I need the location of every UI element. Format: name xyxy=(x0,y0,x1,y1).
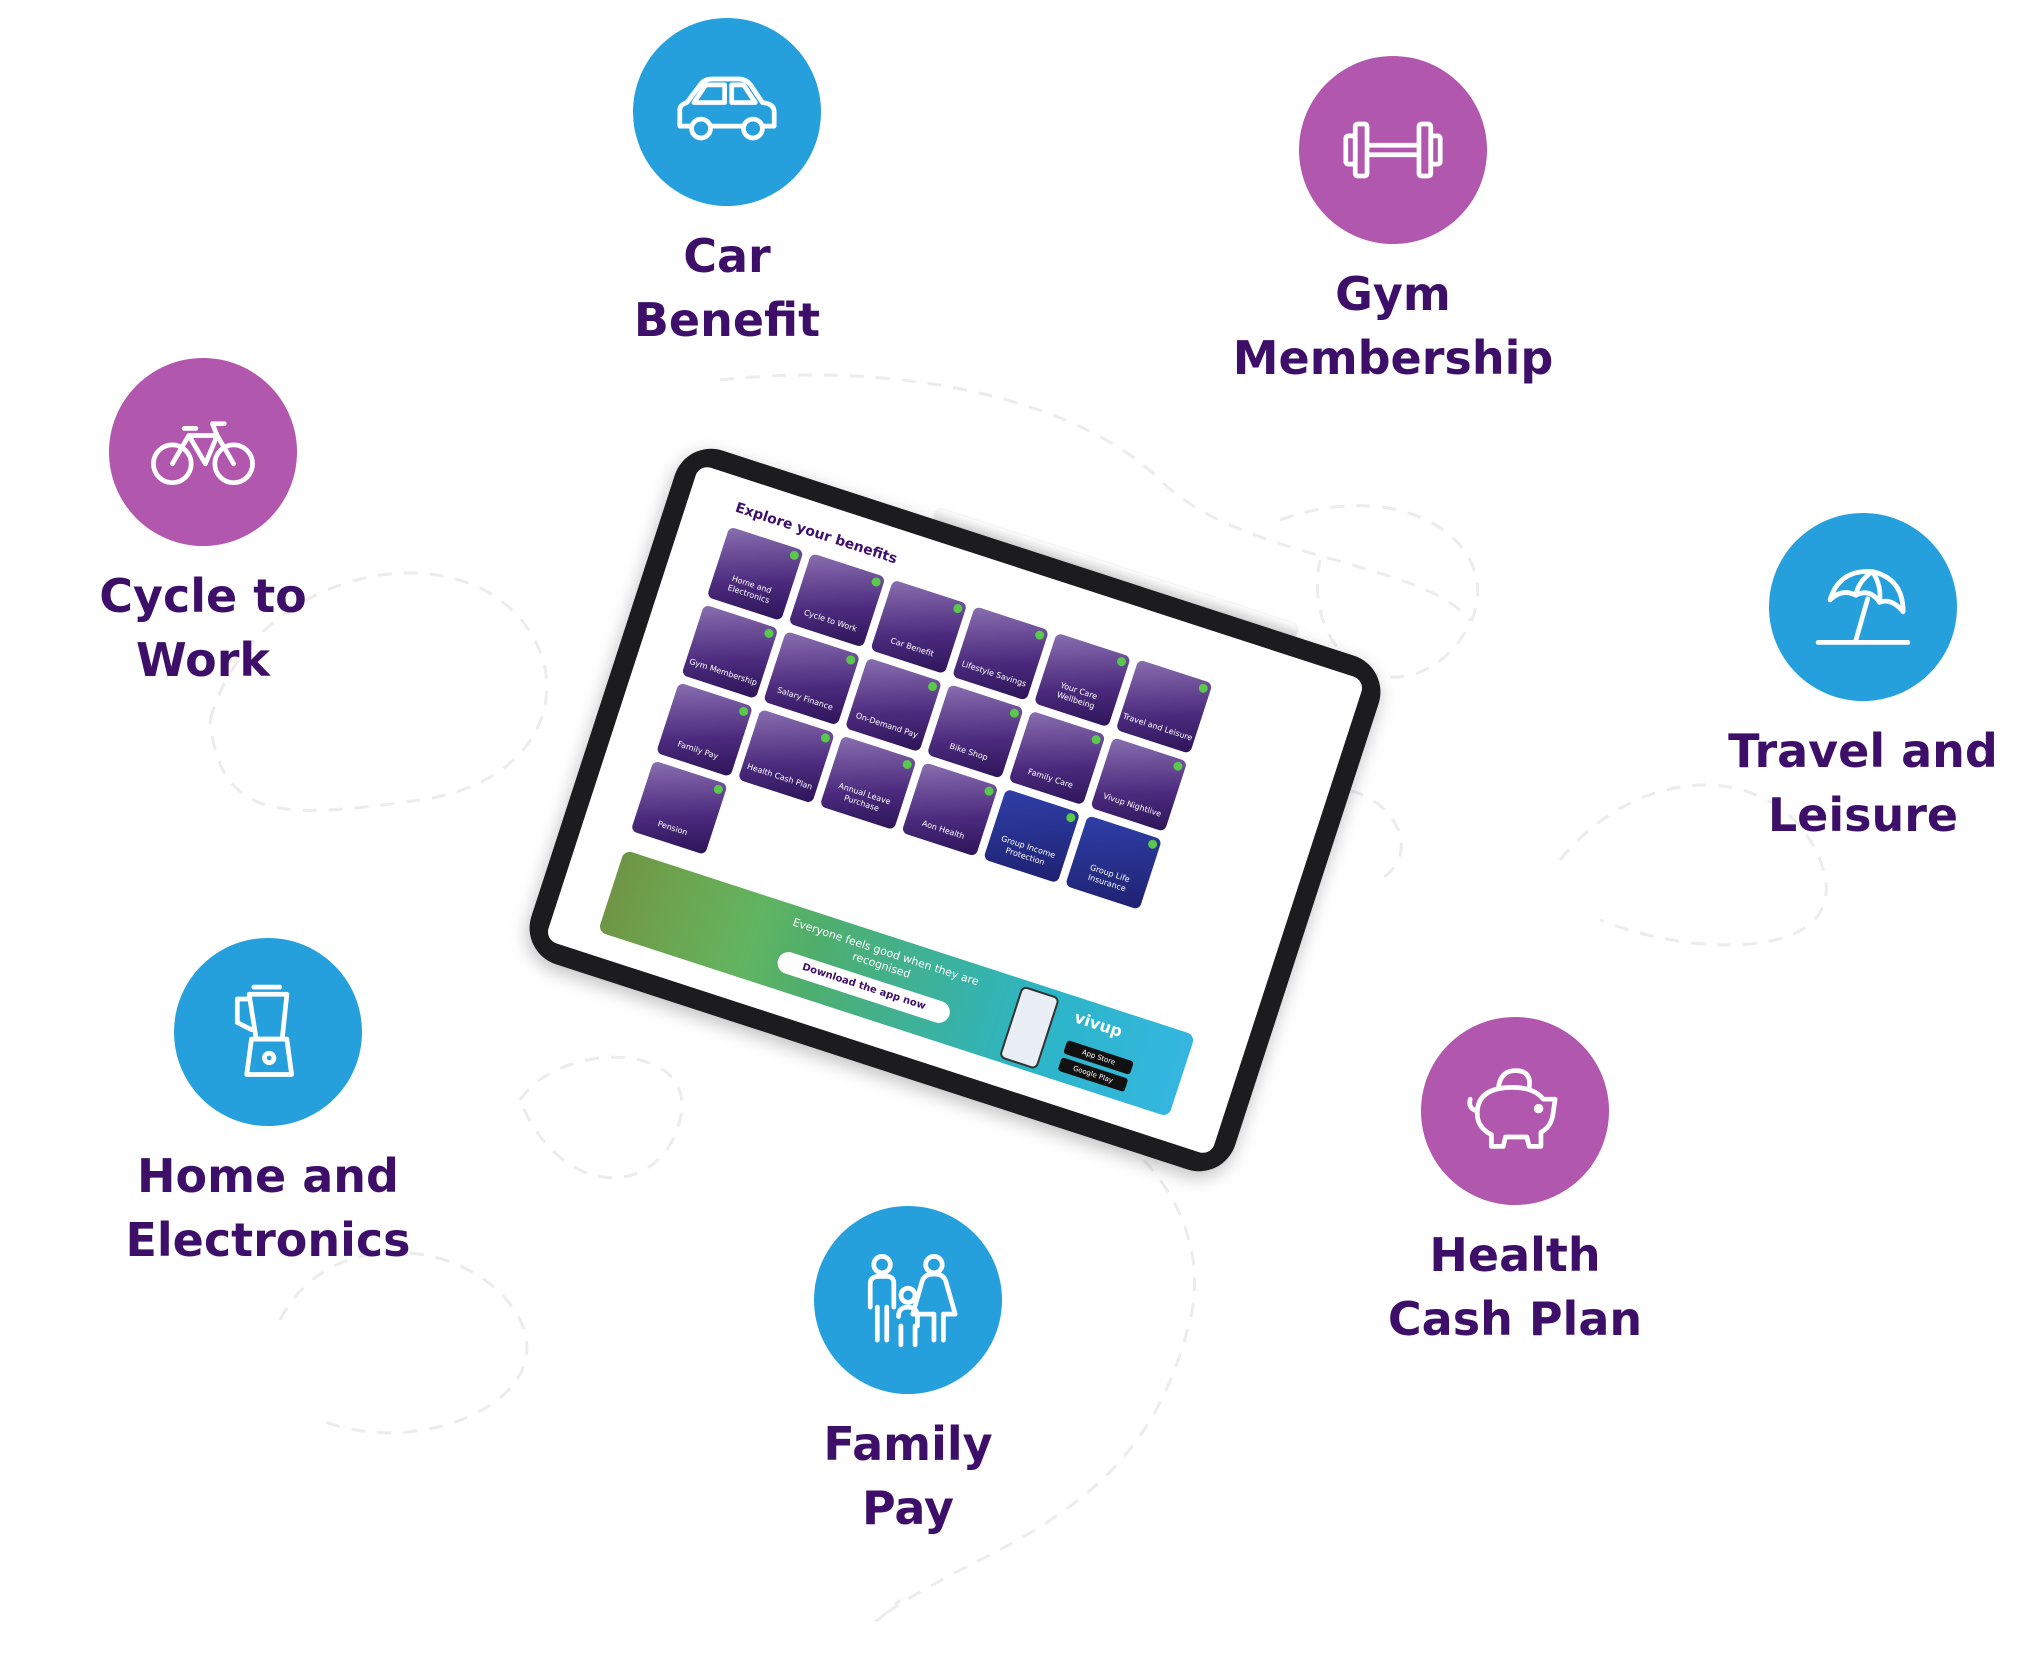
benefit-tile-label: Family Pay xyxy=(676,739,720,761)
benefit-tile-label: Group Income Protection xyxy=(999,833,1057,867)
bicycle-icon xyxy=(151,421,255,486)
car-icon xyxy=(677,76,777,141)
check-badge-icon xyxy=(1090,734,1102,746)
benefit-label: Gym Membership xyxy=(1232,267,1554,385)
cycle-to-work-circle xyxy=(109,358,297,546)
benefit-tile-label: Cycle to Work xyxy=(802,607,859,634)
check-badge-icon xyxy=(1115,656,1128,668)
benefit-health[interactable]: Health Cash Plan xyxy=(1325,1017,1705,1351)
family-icon xyxy=(867,1253,958,1348)
family-pay-circle xyxy=(814,1206,1002,1394)
benefit-tile-label: Your Care Wellbeing xyxy=(1055,680,1099,711)
check-badge-icon xyxy=(901,758,913,771)
benefit-tile[interactable]: On-Demand Pay xyxy=(844,657,943,753)
benefit-label: Family Pay xyxy=(823,1417,993,1535)
blender-icon xyxy=(234,984,294,1077)
benefit-home[interactable]: Home and Electronics xyxy=(78,938,458,1272)
benefit-travel[interactable]: Travel and Leisure xyxy=(1673,513,2037,847)
benefit-label: Cycle to Work xyxy=(99,569,307,687)
check-badge-icon xyxy=(870,576,882,588)
vivup-logo: vivup xyxy=(1072,1007,1125,1041)
benefit-tile-label: Bike Shop xyxy=(948,741,989,763)
benefit-tile[interactable]: Salary Finance xyxy=(763,631,861,726)
benefit-tile[interactable]: Pension xyxy=(630,760,728,855)
benefit-tile-label: Lifestyle Savings xyxy=(960,659,1028,689)
check-badge-icon xyxy=(788,549,800,562)
benefit-tile-label: Annual Leave Purchase xyxy=(837,781,892,814)
home-and-electronics-circle xyxy=(174,938,362,1126)
car-benefit-circle xyxy=(633,18,821,206)
benefit-tile-label: Health Cash Plan xyxy=(745,761,814,792)
health-cash-plan-circle xyxy=(1421,1017,1609,1205)
benefit-label: Health Cash Plan xyxy=(1387,1228,1643,1346)
benefit-tile[interactable]: Car Benefit xyxy=(870,579,968,675)
check-badge-icon xyxy=(926,680,939,693)
benefit-tile[interactable]: Annual Leave Purchase xyxy=(819,735,917,831)
benefit-tile[interactable]: Travel and Leisure xyxy=(1115,659,1213,754)
travel-and-leisure-circle xyxy=(1769,513,1957,701)
check-badge-icon xyxy=(1034,629,1046,641)
check-badge-icon xyxy=(1146,838,1159,850)
check-badge-icon xyxy=(1172,760,1184,772)
benefit-tile[interactable]: Gym Membership xyxy=(681,604,779,699)
benefit-label: Car Benefit xyxy=(633,229,821,347)
benefit-tile-label: On-Demand Pay xyxy=(854,710,920,740)
benefit-tile[interactable]: Group Income Protection xyxy=(983,788,1081,884)
check-badge-icon xyxy=(983,785,995,797)
check-badge-icon xyxy=(737,705,750,718)
benefit-tile[interactable]: Family Pay xyxy=(656,682,754,777)
phone-image xyxy=(998,985,1061,1070)
benefit-tile[interactable]: Family Care xyxy=(1008,710,1106,806)
check-badge-icon xyxy=(845,654,857,666)
check-badge-icon xyxy=(1008,707,1021,719)
benefit-tile-label: Home and Electronics xyxy=(726,573,773,606)
benefit-tile[interactable]: Cycle to Work xyxy=(788,553,886,648)
benefit-tile-label: Family Care xyxy=(1026,766,1075,790)
benefit-tile-label: Car Benefit xyxy=(889,636,935,659)
piggy-bank-icon xyxy=(1467,1068,1558,1149)
benefit-gym[interactable]: Gym Membership xyxy=(1203,56,1583,390)
benefit-tile-label: Aon Health xyxy=(920,818,966,841)
benefit-tile[interactable]: Your Care Wellbeing xyxy=(1033,632,1131,728)
benefit-tile[interactable]: Home and Electronics xyxy=(706,526,804,621)
benefit-tile-label: Salary Finance xyxy=(775,685,835,713)
benefit-car[interactable]: Car Benefit xyxy=(537,18,917,352)
benefit-tile-label: Vivup Nightlive xyxy=(1102,791,1163,819)
banner-photo xyxy=(597,849,768,978)
benefit-tile-label: Travel and Leisure xyxy=(1121,711,1194,743)
gym-membership-circle xyxy=(1299,56,1487,244)
benefit-tile[interactable]: Lifestyle Savings xyxy=(952,606,1050,701)
check-badge-icon xyxy=(1197,682,1209,694)
benefit-tile[interactable]: Vivup Nightlive xyxy=(1090,737,1188,832)
check-badge-icon xyxy=(1065,811,1077,824)
benefit-family[interactable]: Family Pay xyxy=(718,1206,1098,1540)
check-badge-icon xyxy=(712,783,724,796)
benefit-cycle[interactable]: Cycle to Work xyxy=(13,358,393,692)
benefit-label: Travel and Leisure xyxy=(1728,724,1998,842)
beach-umbrella-icon xyxy=(1815,569,1911,645)
benefit-tile[interactable]: Group Life Insurance xyxy=(1064,815,1163,910)
dumbbell-icon xyxy=(1343,121,1443,179)
check-badge-icon xyxy=(763,627,775,640)
check-badge-icon xyxy=(952,602,964,615)
benefit-tile[interactable]: Bike Shop xyxy=(926,684,1024,779)
benefit-tile[interactable]: Aon Health xyxy=(901,762,999,857)
benefit-tile-label: Pension xyxy=(656,819,689,838)
check-badge-icon xyxy=(819,732,832,744)
benefit-label: Home and Electronics xyxy=(125,1149,411,1267)
benefit-tile[interactable]: Health Cash Plan xyxy=(737,709,835,804)
benefit-tile-label: Gym Membership xyxy=(688,656,759,688)
benefit-tile-label: Group Life Insurance xyxy=(1086,862,1131,894)
